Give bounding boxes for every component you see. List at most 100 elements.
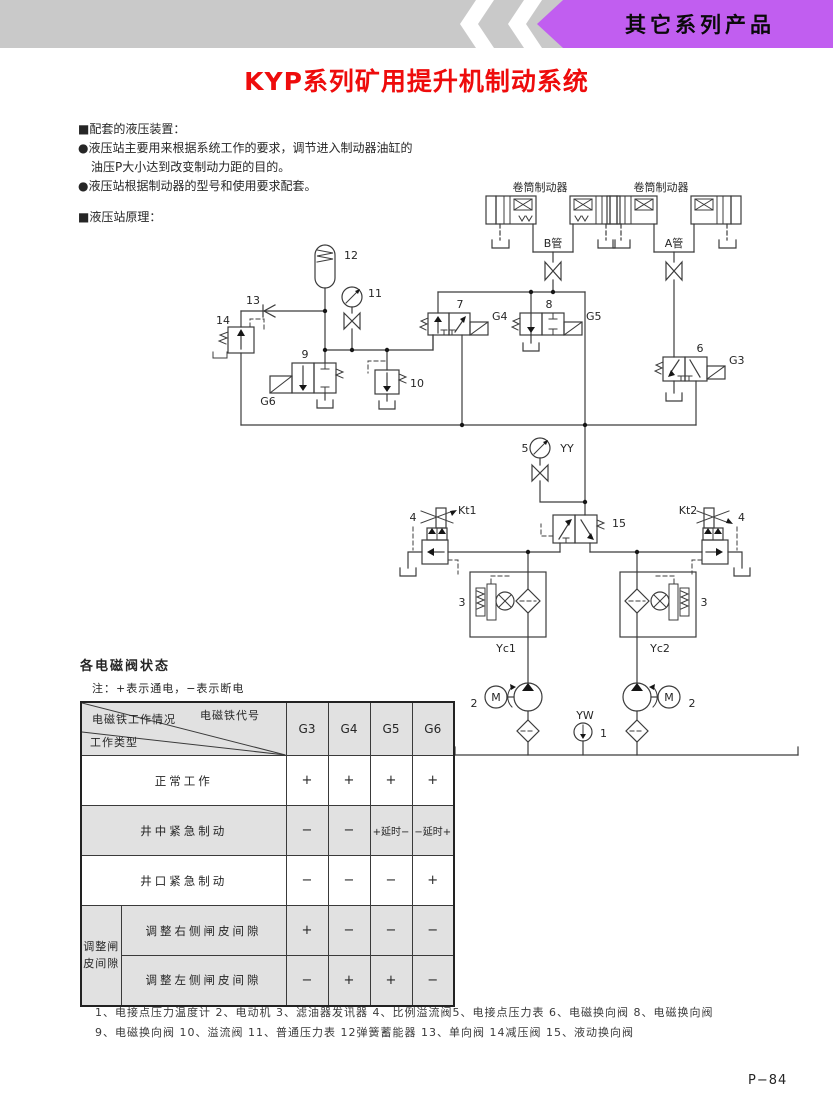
intro-text: ■配套的液压装置： ●液压站主要用来根据系统工作的要求，调节进入制动器油缸的 油… <box>78 120 412 227</box>
solenoid-code: G4 <box>492 310 508 323</box>
table-row: 井口紧急制动 − − − + <box>80 855 455 906</box>
table-row: 调整左侧闸皮间隙 − + + − <box>81 955 455 1006</box>
corner-label-worktype: 工作类型 <box>90 736 138 749</box>
row-label: 正常工作 <box>80 755 287 806</box>
tank-symbol <box>378 400 396 410</box>
component-number: 7 <box>457 298 464 311</box>
shutoff-valve-icon <box>665 260 683 282</box>
tank-symbol <box>597 239 616 249</box>
column-header-g5: G5 <box>369 701 413 756</box>
proportional-valve-kt1: 4 Kt1 <box>399 504 477 577</box>
tank-symbol <box>399 567 417 577</box>
page-number: P−84 <box>748 1073 788 1088</box>
intro-line: 油压P大小达到改变制动力距的目的。 <box>91 160 291 174</box>
cell-value: −延时+ <box>411 805 455 856</box>
component-number: 12 <box>344 249 358 262</box>
solenoid-coil-icon <box>706 365 726 380</box>
pressure-gauge-5: 5 YY <box>522 437 586 503</box>
row-label: 调整右侧闸皮间隙 <box>120 905 287 956</box>
intro-line: ●液压站主要用来根据系统工作的要求，调节进入制动器油缸的 <box>78 141 413 155</box>
cell-value: + <box>411 755 455 806</box>
pipe-b-label: B管 <box>544 236 563 250</box>
row-group-label: 调整闸皮间隙 <box>80 905 122 1006</box>
motor-pump-left: M 2 <box>471 682 543 756</box>
cell-value: + <box>285 755 329 806</box>
drum-brake-label: 卷筒制动器 <box>634 180 689 194</box>
row-label: 井口紧急制动 <box>80 855 287 906</box>
solenoid-coil-icon <box>269 375 293 394</box>
pressure-line <box>324 334 434 351</box>
cell-value: + <box>285 905 329 956</box>
cell-value: − <box>327 805 371 856</box>
table-row: 井中紧急制动 − − +延时− −延时+ <box>80 805 455 856</box>
component-number: 2 <box>689 697 696 710</box>
page-title: KYP系列矿用提升机制动系统 <box>244 67 589 96</box>
relief-valve-10: 10 <box>367 349 424 410</box>
shutoff-valve-icon <box>531 463 549 483</box>
cell-value: − <box>285 805 329 856</box>
corner-label-code: 电磁铁代号 <box>200 709 260 722</box>
pressure-gauge-11: 11 <box>341 286 382 351</box>
component-number: 8 <box>546 298 553 311</box>
column-header-g6: G6 <box>411 701 455 756</box>
motor-label: M <box>664 691 674 704</box>
cell-value: − <box>411 905 455 956</box>
cell-value: + <box>327 755 371 806</box>
component-number: 5 <box>522 442 529 455</box>
tank-symbol <box>612 239 631 249</box>
solenoid-code: G6 <box>260 395 276 408</box>
cell-value: − <box>327 855 371 906</box>
row-label: 调整左侧闸皮间隙 <box>120 955 287 1006</box>
component-number: 1 <box>600 727 607 740</box>
filter-unit-yc2: 3 Yc2 <box>619 551 708 684</box>
column-header-g3: G3 <box>285 701 329 756</box>
column-header-g4: G4 <box>327 701 371 756</box>
component-number: 11 <box>368 287 382 300</box>
check-valve-13: 13 <box>240 294 326 318</box>
spring-accumulator-12: 12 <box>314 244 358 351</box>
cell-value: − <box>285 955 329 1006</box>
tank-symbol <box>491 239 510 249</box>
component-legend: 1、电接点压力温度计 2、电动机 3、滤油器发讯器 4、比例溢流阀5、电接点压力… <box>95 1003 713 1043</box>
reducing-valve-14: 14 <box>212 310 265 426</box>
table-note: 注：+表示通电，−表示断电 <box>92 682 245 695</box>
table-title: 各电磁阀状态 <box>80 659 171 674</box>
intro-line: ●液压站根据制动器的型号和使用要求配套。 <box>78 179 317 193</box>
filter-unit-yc1: 3 Yc1 <box>459 551 547 684</box>
page-header: 其它系列产品 <box>0 0 833 48</box>
component-number: 3 <box>459 596 466 609</box>
pilot-valve-15: 15 <box>540 514 626 553</box>
solenoid-valve-9: 9 G6 <box>260 348 345 409</box>
solenoid-state-table: 电磁铁工作情况 电磁铁代号 工作类型 G3 G4 G5 G6 正常工作 + + … <box>80 701 455 1007</box>
cell-value: − <box>327 905 371 956</box>
tank-symbol <box>665 392 683 402</box>
cell-value: + <box>327 955 371 1006</box>
shutoff-valve-icon <box>343 311 361 331</box>
tank-symbol <box>718 239 737 249</box>
solenoid-code: G5 <box>586 310 602 323</box>
cell-value: + <box>369 755 413 806</box>
component-number: 15 <box>612 517 626 530</box>
motor-label: M <box>491 691 501 704</box>
solenoid-coil-icon <box>563 321 583 336</box>
unit-code: Yc2 <box>649 642 670 655</box>
row-label: 井中紧急制动 <box>80 805 287 856</box>
component-number: 3 <box>701 596 708 609</box>
valve-code: Kt1 <box>458 504 477 517</box>
component-number: 9 <box>302 348 309 361</box>
solenoid-valve-8: 8 G5 <box>510 291 602 352</box>
gauge-code: YW <box>575 709 594 722</box>
junction-dots <box>322 289 640 555</box>
series-banner: 其它系列产品 <box>537 0 833 48</box>
table-corner-cell: 电磁铁工作情况 电磁铁代号 工作类型 <box>80 701 287 756</box>
intro-line: ■液压站原理： <box>78 210 162 224</box>
cell-value: − <box>411 955 455 1006</box>
table-row: 正常工作 + + + + <box>80 755 455 806</box>
component-number: 10 <box>410 377 424 390</box>
tank-symbol <box>522 342 540 352</box>
solenoid-state-section: 各电磁阀状态 注：+表示通电，−表示断电 电磁铁工作情况 电磁铁代号 工作类型 … <box>80 655 455 1007</box>
cell-value: + <box>369 955 413 1006</box>
component-number: 4 <box>410 511 417 524</box>
component-number: 4 <box>738 511 745 524</box>
